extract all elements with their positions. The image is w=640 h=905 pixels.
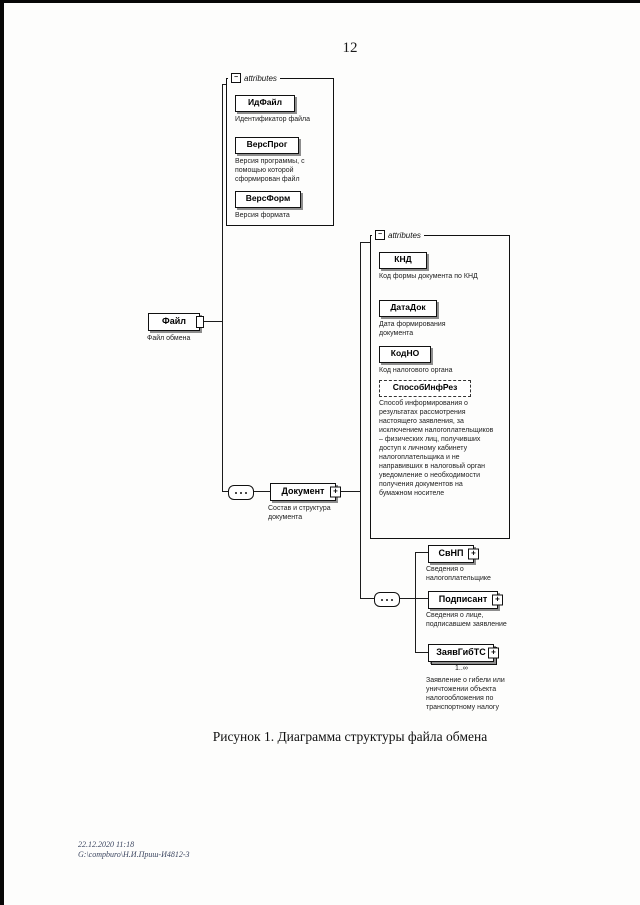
element-svnp-description: Сведения о налогоплательщике xyxy=(426,566,491,582)
connector-line xyxy=(222,84,227,85)
attribute-datadok-label: ДатаДок xyxy=(390,302,426,312)
connector-line xyxy=(415,552,428,553)
element-file-label: Файл xyxy=(162,316,186,326)
attribute-kodno-description: Код налогового органа xyxy=(379,367,453,374)
attribute-knd: КНД xyxy=(379,252,427,269)
connector-line xyxy=(360,242,370,243)
attribute-versprog-label: ВерсПрог xyxy=(246,139,288,149)
element-podpisant-description: Сведения о лице, подписавшем заявление xyxy=(426,612,507,628)
connector-line xyxy=(415,552,416,653)
attribute-kodno: КодНО xyxy=(379,346,431,363)
connector-line xyxy=(360,598,374,599)
attribute-knd-label: КНД xyxy=(394,254,412,264)
sequence-compositor xyxy=(228,485,254,500)
file-attributes-container: − attributes ИдФайл Идентификатор файла … xyxy=(226,73,334,226)
element-svnp: СвНП + xyxy=(428,545,479,563)
collapse-icon: − xyxy=(375,230,385,240)
element-podpisant-label: Подписант xyxy=(438,594,488,604)
connector-line xyxy=(339,491,360,492)
attribute-knd-description: Код формы документа по КНД xyxy=(379,273,478,280)
collapse-icon: − xyxy=(231,73,241,83)
sequence-compositor xyxy=(374,592,400,607)
element-document-label: Документ xyxy=(281,486,325,496)
element-zayavgibts-label: ЗаявГибТС xyxy=(436,647,486,657)
page-number: 12 xyxy=(342,40,358,56)
element-file-description: Файл обмена xyxy=(147,335,191,342)
expand-icon: + xyxy=(330,486,341,498)
scan-edge-left xyxy=(0,0,4,905)
element-zayavgibts: ЗаявГибТС + xyxy=(428,644,499,662)
sequence-dot xyxy=(240,491,242,494)
attribute-sposobinfrez: СпособИнфРез xyxy=(379,380,471,397)
sequence-dot xyxy=(381,598,383,601)
sequence-dot xyxy=(386,598,388,601)
connector-line xyxy=(222,84,223,492)
attribute-datadok-description: Дата формирования документа xyxy=(379,321,446,337)
element-svnp-label: СвНП xyxy=(438,548,464,558)
sequence-dot xyxy=(391,598,393,601)
attribute-versprog: ВерсПрог xyxy=(235,137,299,154)
attribute-datadok: ДатаДок xyxy=(379,300,437,317)
attribute-idfile-label: ИдФайл xyxy=(247,97,283,107)
connector-line xyxy=(222,491,229,492)
connector-line xyxy=(204,321,222,322)
expand-icon: + xyxy=(468,548,479,560)
figure-caption: Рисунок 1. Диаграмма структуры файла обм… xyxy=(212,729,488,744)
connector-line xyxy=(398,598,415,599)
sequence-dot xyxy=(245,491,247,494)
collapse-indicator xyxy=(196,316,204,328)
connector-line xyxy=(415,598,428,599)
element-podpisant: Подписант + xyxy=(428,591,503,609)
connector-line xyxy=(252,491,270,492)
attribute-versform-description: Версия формата xyxy=(235,212,290,219)
element-document: Документ + xyxy=(270,483,341,501)
sequence-dot xyxy=(235,491,237,494)
attribute-versprog-description: Версия программы, с помощью которой сфор… xyxy=(235,158,305,183)
attribute-versform-label: ВерсФорм xyxy=(245,193,291,203)
element-zayavgibts-description: Заявление о гибели или уничтожении объек… xyxy=(426,677,505,711)
connector-line xyxy=(415,652,428,653)
attributes-label: attributes xyxy=(244,73,277,83)
attribute-sposobinfrez-label: СпособИнфРез xyxy=(392,382,458,392)
scan-edge-top xyxy=(0,0,640,3)
document-attributes-container: − attributes КНД Код формы документа по … xyxy=(370,230,510,539)
attribute-versform: ВерсФорм xyxy=(235,191,301,208)
attribute-idfile-description: Идентификатор файла xyxy=(235,116,311,123)
attributes-header: − attributes xyxy=(372,230,424,240)
page-footer: 22.12.2020 11:18 G:\compburo\Н.И.Приш-И4… xyxy=(78,840,190,860)
attributes-label: attributes xyxy=(388,230,421,240)
attribute-sposobinfrez-description: Способ информирования о результатах расс… xyxy=(379,400,494,497)
attributes-header: − attributes xyxy=(228,73,280,83)
connector-line xyxy=(360,242,361,599)
cardinality-label: 1..∞ xyxy=(455,665,468,672)
element-document-description: Состав и структура документа xyxy=(268,505,331,521)
expand-icon: + xyxy=(488,647,499,659)
footer-timestamp: 22.12.2020 11:18 xyxy=(78,840,135,849)
footer-filepath: G:\compburo\Н.И.Приш-И4812-3 xyxy=(78,850,190,859)
attribute-idfile: ИдФайл xyxy=(235,95,295,112)
expand-icon: + xyxy=(492,594,503,606)
element-file: Файл xyxy=(148,313,204,331)
attribute-kodno-label: КодНО xyxy=(390,348,420,358)
